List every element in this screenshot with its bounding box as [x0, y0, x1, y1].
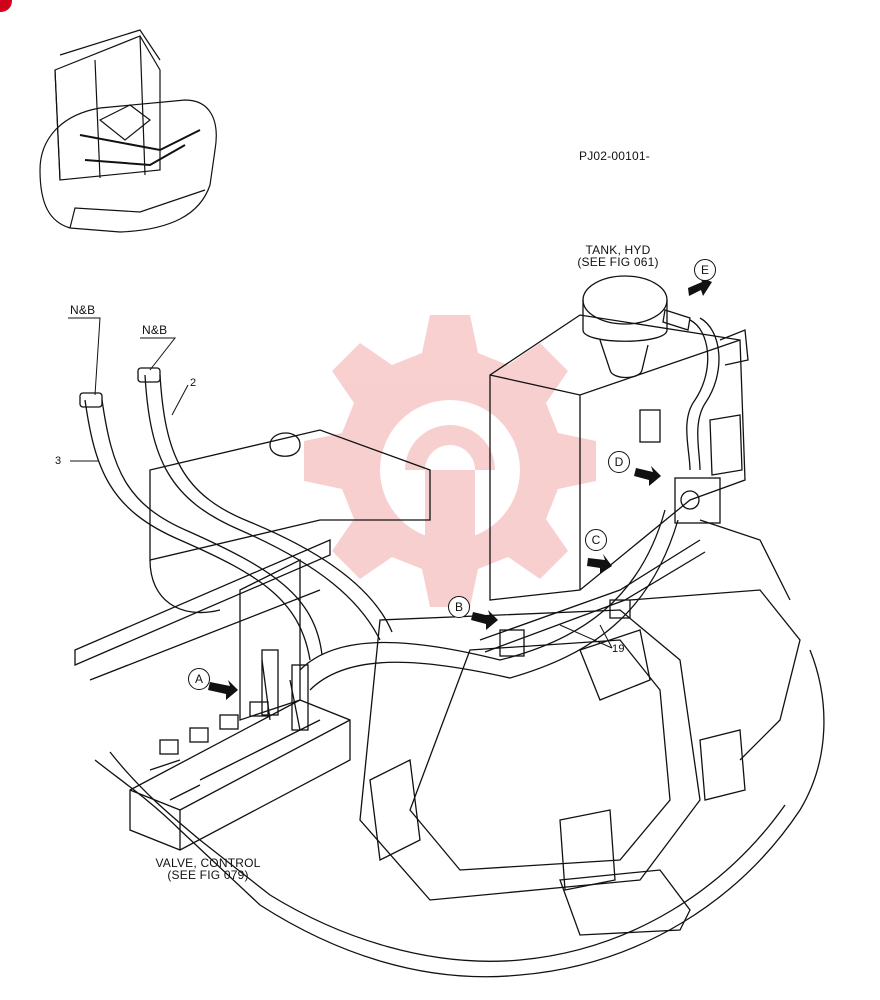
gear-watermark-icon	[304, 315, 596, 607]
callout-arrows	[208, 277, 712, 700]
callout-a: A	[188, 668, 210, 690]
tank-label: TANK, HYD (SEE FIG 061)	[568, 244, 668, 268]
control-valve	[129, 649, 351, 851]
callout-b: B	[448, 596, 470, 618]
callout-d: D	[608, 451, 630, 473]
valve-label-line2: (SEE FIG 079)	[167, 868, 249, 882]
drawing-number: PJ02-00101-	[579, 149, 650, 163]
callout-c: C	[585, 529, 607, 551]
valve-label-line1: VALVE, CONTROL	[155, 856, 261, 870]
nb-label-right: N&B	[142, 323, 168, 337]
part-number-3: 3	[55, 455, 62, 467]
nb-label-left: N&B	[70, 303, 96, 317]
swing-frame	[74, 429, 825, 978]
callout-e: E	[694, 259, 716, 281]
tank-label-line2: (SEE FIG 061)	[577, 255, 659, 269]
valve-label: VALVE, CONTROL (SEE FIG 079)	[148, 857, 268, 881]
machine-thumbnail	[39, 29, 217, 233]
tank-label-line1: TANK, HYD	[585, 243, 651, 257]
hose-assemblies	[79, 309, 721, 731]
hydraulic-tank	[489, 275, 749, 601]
leader-lines	[68, 317, 613, 649]
part-number-2: 2	[190, 377, 197, 389]
part-number-19: 19	[612, 643, 625, 655]
